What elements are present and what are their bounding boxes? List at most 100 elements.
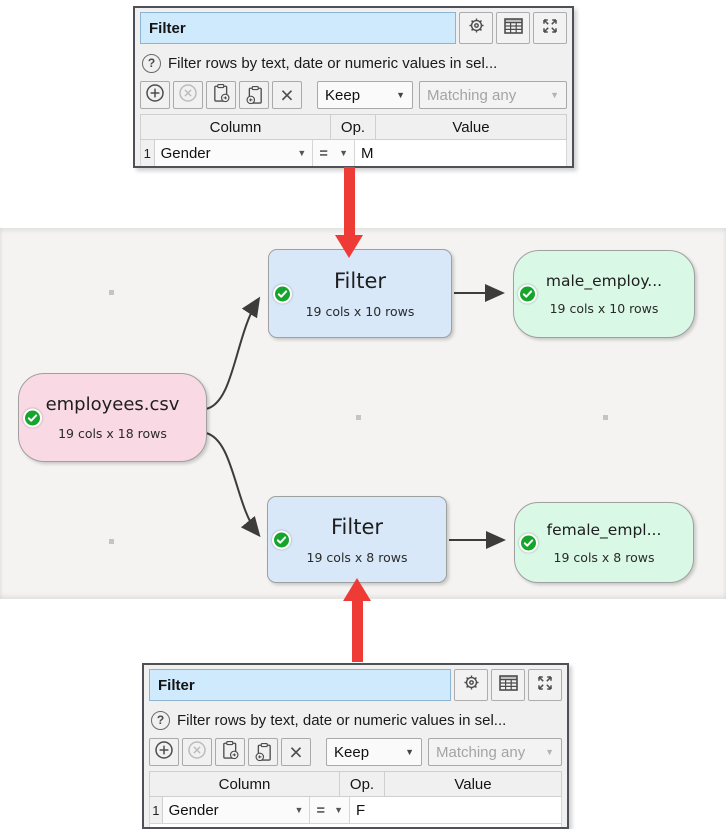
value-input[interactable]	[349, 797, 561, 823]
help-row: ? Filter rows by text, date or numeric v…	[142, 50, 567, 76]
copy-criteria-button[interactable]	[215, 738, 245, 766]
paste-criteria-button[interactable]	[239, 81, 269, 109]
settings-button[interactable]	[454, 669, 488, 701]
keep-remove-select[interactable]: Keep ▼	[326, 738, 422, 766]
panel-title: Filter	[158, 676, 195, 694]
node-dimensions: 19 cols x 10 rows	[305, 303, 415, 319]
row-number[interactable]: 1	[141, 140, 155, 166]
column-select[interactable]: Gender ▼	[154, 140, 314, 166]
node-title: female_empl...	[546, 520, 662, 539]
status-ok-icon	[23, 408, 42, 427]
plus-circle-icon	[154, 740, 174, 764]
chevron-down-icon: ▼	[545, 747, 554, 757]
chevron-down-icon: ▼	[297, 148, 307, 158]
close-icon: ×	[280, 81, 294, 108]
chevron-down-icon: ▼	[339, 148, 348, 158]
chevron-down-icon: ▼	[294, 805, 304, 815]
table-view-button[interactable]	[496, 12, 530, 44]
clear-criteria-button[interactable]: ×	[281, 738, 311, 766]
node-filter-female[interactable]: Filter 19 cols x 8 rows	[267, 496, 447, 583]
panel-titlebar: Filter	[140, 12, 567, 44]
maximize-button[interactable]	[528, 669, 562, 701]
status-ok-icon	[272, 530, 291, 549]
expand-icon	[536, 674, 554, 697]
matching-mode-select[interactable]: Matching any ▼	[419, 81, 567, 109]
table-row: 1 Gender ▼ = ▼	[140, 140, 567, 166]
op-header: Op.	[340, 772, 385, 796]
matching-mode-select[interactable]: Matching any ▼	[428, 738, 562, 766]
gear-icon	[467, 16, 486, 40]
remove-criterion-button[interactable]	[173, 81, 203, 109]
value-header: Value	[454, 775, 492, 793]
node-male-employees-output[interactable]: male_employ... 19 cols x 10 rows	[513, 250, 695, 338]
filter-panel-bottom: Filter ? Filter ro	[142, 663, 569, 829]
plus-circle-icon	[145, 83, 165, 107]
keep-remove-select[interactable]: Keep ▼	[317, 81, 413, 109]
workflow-canvas[interactable]: employees.csv 19 cols x 18 rows Filter 1…	[0, 228, 726, 599]
x-circle-icon	[178, 83, 198, 107]
operator-select[interactable]: = ▼	[310, 797, 350, 823]
panel-toolbar: × Keep ▼ Matching any ▼	[140, 80, 567, 110]
value-header: Value	[452, 118, 490, 136]
operator-select[interactable]: = ▼	[313, 140, 355, 166]
copy-criteria-button[interactable]	[206, 81, 236, 109]
settings-button[interactable]	[459, 12, 493, 44]
node-title: male_employ...	[545, 272, 663, 290]
table-icon	[498, 674, 518, 696]
table-header: Column Op. Value	[140, 114, 567, 140]
criteria-table: Column Op. Value 1 Gender ▼ = ▼	[140, 114, 567, 166]
chevron-down-icon: ▼	[550, 90, 559, 100]
grid-dot	[109, 290, 114, 295]
clipboard-copy-icon	[221, 740, 240, 764]
callout-arrow-up-icon	[343, 578, 371, 662]
transform-name-input[interactable]: Filter	[140, 12, 456, 44]
column-header: Column	[141, 115, 331, 139]
x-circle-icon	[187, 740, 207, 764]
column-select[interactable]: Gender ▼	[162, 797, 311, 823]
panel-toolbar: × Keep ▼ Matching any ▼	[149, 737, 562, 767]
paste-criteria-button[interactable]	[248, 738, 278, 766]
node-title: employees.csv	[45, 394, 180, 415]
status-ok-icon	[519, 533, 538, 552]
help-text: Filter rows by text, date or numeric val…	[168, 54, 498, 72]
table-view-button[interactable]	[491, 669, 525, 701]
row-number[interactable]: 1	[150, 797, 163, 823]
expand-icon	[541, 17, 559, 40]
table-row	[149, 824, 562, 827]
gear-icon	[462, 673, 481, 697]
op-header: Op.	[331, 115, 376, 139]
clipboard-paste-icon	[245, 85, 264, 105]
value-input[interactable]	[355, 140, 566, 166]
clipboard-paste-icon	[254, 742, 273, 762]
help-row: ? Filter rows by text, date or numeric v…	[151, 707, 562, 733]
table-row: 1 Gender ▼ = ▼	[149, 797, 562, 824]
status-ok-icon	[273, 284, 292, 303]
node-employees-csv[interactable]: employees.csv 19 cols x 18 rows	[18, 373, 207, 462]
add-criterion-button[interactable]	[140, 81, 170, 109]
node-female-employees-output[interactable]: female_empl... 19 cols x 8 rows	[514, 502, 694, 583]
node-title: Filter	[333, 268, 386, 293]
close-icon: ×	[289, 738, 303, 765]
add-criterion-button[interactable]	[149, 738, 179, 766]
grid-dot	[356, 415, 361, 420]
chevron-down-icon: ▼	[396, 90, 405, 100]
help-text: Filter rows by text, date or numeric val…	[177, 711, 507, 729]
table-icon	[503, 17, 523, 39]
edge-connectors	[205, 284, 506, 549]
node-dimensions: 19 cols x 8 rows	[553, 549, 655, 565]
panel-titlebar: Filter	[149, 669, 562, 701]
clear-criteria-button[interactable]: ×	[272, 81, 302, 109]
remove-criterion-button[interactable]	[182, 738, 212, 766]
callout-arrow-down-icon	[335, 167, 363, 258]
help-icon[interactable]: ?	[142, 53, 161, 73]
maximize-button[interactable]	[533, 12, 567, 44]
criteria-table: Column Op. Value 1 Gender ▼ = ▼	[149, 771, 562, 827]
chevron-down-icon: ▼	[405, 747, 414, 757]
panel-title: Filter	[149, 19, 186, 37]
grid-dot	[109, 539, 114, 544]
help-icon[interactable]: ?	[151, 710, 170, 730]
node-filter-male[interactable]: Filter 19 cols x 10 rows	[268, 249, 452, 338]
chevron-down-icon: ▼	[334, 805, 343, 815]
status-ok-icon	[518, 284, 537, 304]
transform-name-input[interactable]: Filter	[149, 669, 451, 701]
